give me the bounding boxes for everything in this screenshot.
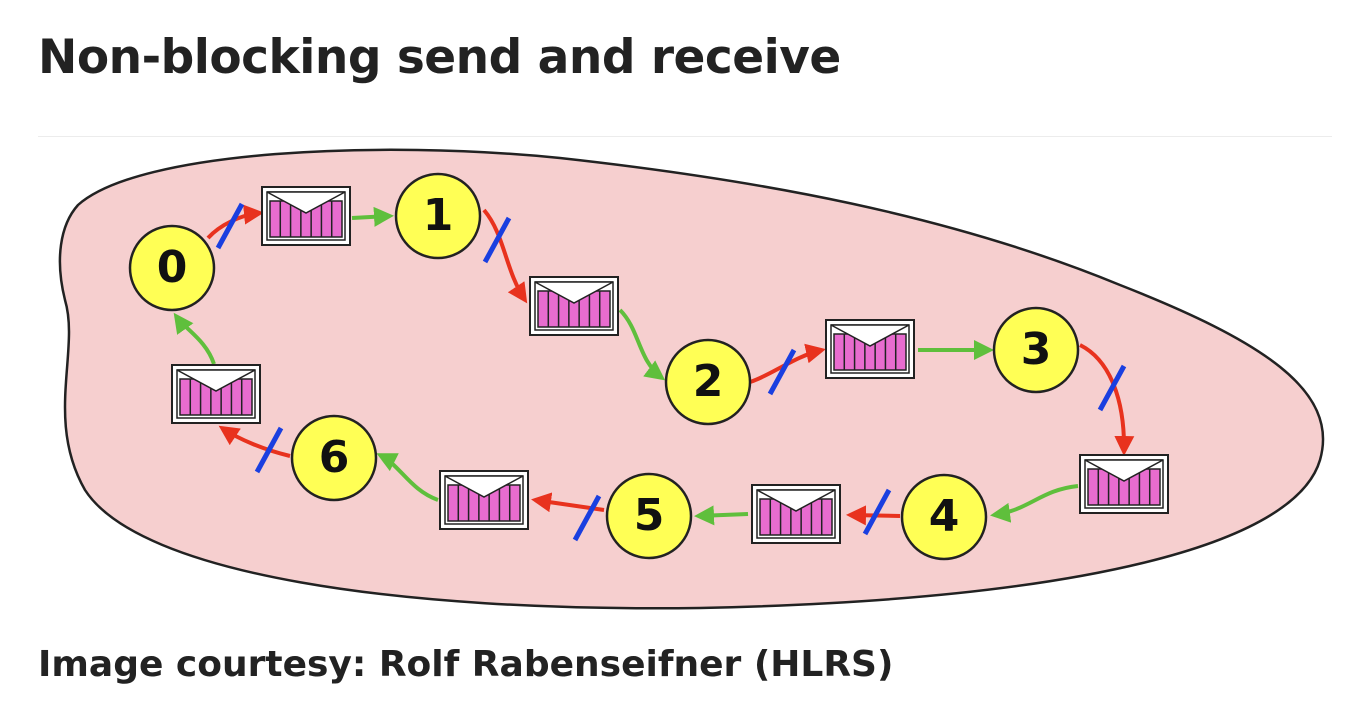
recv-3-4-arrow: [990, 484, 1079, 523]
isend-marker-4: [862, 488, 892, 536]
recv-4-5-arrow: [694, 505, 749, 526]
process-rank-label: 6: [319, 432, 350, 483]
process-node-3: 3: [992, 306, 1080, 394]
recv-1-2-arrow: [618, 308, 666, 381]
process-node-5: 5: [605, 472, 693, 560]
send-1-2-arrow: [482, 208, 528, 304]
message-envelope-6: [171, 364, 261, 424]
message-envelope-0: [261, 186, 351, 246]
process-rank-label: 1: [423, 190, 454, 241]
recv-5-6-arrow: [376, 453, 439, 502]
page-title: Non-blocking send and receive: [38, 30, 841, 85]
title-divider: [38, 136, 1332, 137]
send-6-0-arrow: [218, 425, 291, 458]
isend-marker-6: [254, 426, 284, 474]
recv-6-0-arrow: [173, 312, 216, 365]
recv-0-1-arrow: [351, 206, 394, 227]
message-buffers: [171, 186, 1169, 544]
message-envelope-1: [529, 276, 619, 336]
isend-marker-5: [572, 494, 602, 542]
process-rank-label: 2: [693, 356, 724, 407]
ring-diagram: 0 1 2 3 4 5 6: [58, 148, 1325, 610]
isend-marker-1: [482, 216, 512, 264]
process-rank-label: 3: [1021, 324, 1052, 375]
process-rank-label: 0: [157, 242, 188, 293]
message-envelope-4: [751, 484, 841, 544]
process-rank-label: 5: [634, 490, 665, 541]
process-node-2: 2: [664, 338, 752, 426]
isend-marker-0: [215, 202, 245, 250]
message-envelope-2: [825, 319, 915, 379]
process-node-6: 6: [290, 414, 378, 502]
process-node-1: 1: [394, 172, 482, 260]
message-envelope-5: [439, 470, 529, 530]
isend-marker-2: [767, 348, 797, 396]
message-envelope-3: [1079, 454, 1169, 514]
isend-marker-3: [1097, 364, 1127, 412]
process-node-4: 4: [900, 473, 988, 561]
message-arrows: [173, 202, 1135, 542]
image-credit: Image courtesy: Rolf Rabenseifner (HLRS): [38, 644, 894, 685]
process-node-0: 0: [128, 224, 216, 312]
process-nodes: 0 1 2 3 4 5 6: [128, 172, 1080, 561]
process-rank-label: 4: [929, 491, 960, 542]
